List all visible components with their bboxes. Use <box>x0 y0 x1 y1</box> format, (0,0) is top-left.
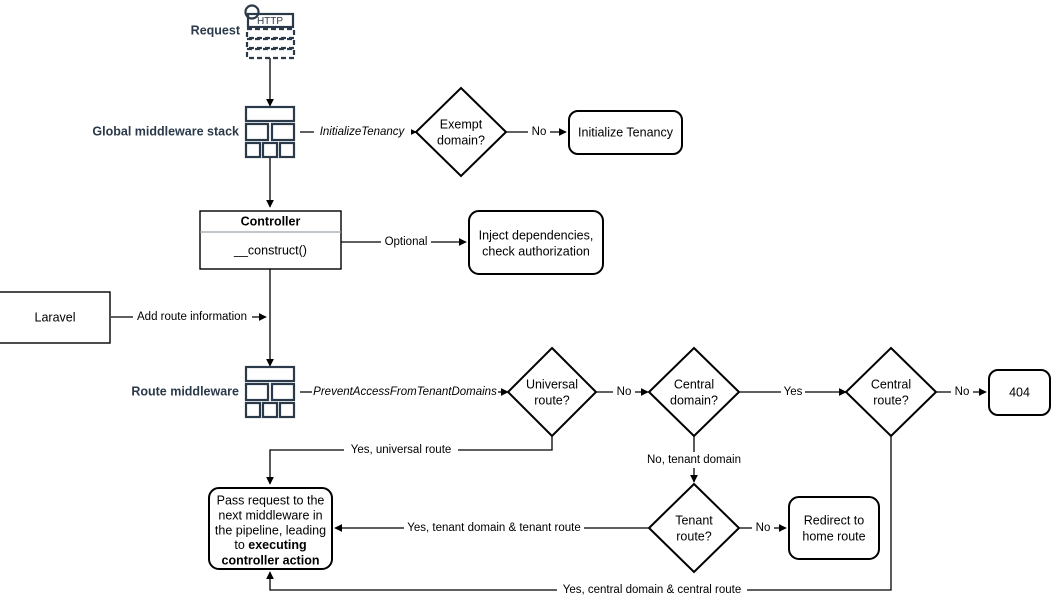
node-universal-route-line2: route? <box>534 393 569 407</box>
node-redirect-home-line2: home route <box>802 529 865 543</box>
edge-label-bg <box>752 520 774 536</box>
node-tenant-route-decision: Tenant route? <box>647 482 741 574</box>
node-controller-title: Controller <box>241 214 301 228</box>
node-pass-request-line2: next middleware in <box>218 508 322 522</box>
node-tenant-route-line2: route? <box>676 529 711 543</box>
edge-label-bg <box>613 384 635 400</box>
edge-label-central-route-no: No <box>955 386 970 398</box>
node-central-route-decision: Central route? <box>844 346 938 438</box>
edge-label-bg <box>528 124 550 140</box>
node-route-middleware-stack-icon <box>244 365 296 419</box>
node-central-domain-line1: Central <box>674 377 714 391</box>
edge-label-bg <box>639 452 749 468</box>
node-redirect-home-route: Redirect to home route <box>788 496 880 560</box>
edge-label-universal-no: No <box>617 386 632 398</box>
node-inject-dependencies-line1: Inject dependencies, <box>479 228 594 242</box>
edge-label-initialize-tenancy: InitializeTenancy <box>320 126 406 138</box>
node-laravel-label: Laravel <box>35 310 76 324</box>
node-central-route-line1: Central <box>871 377 911 391</box>
node-central-route-line2: route? <box>873 393 908 407</box>
edge-label-central-route-yes: Yes, central domain & central route <box>563 584 742 596</box>
label-route-middleware: Route middleware <box>131 384 239 398</box>
node-universal-route-line1: Universal <box>526 377 578 391</box>
edge-label-bg <box>133 309 252 325</box>
node-global-middleware-stack-icon <box>244 105 296 159</box>
edge-label-bg <box>404 520 584 536</box>
node-pass-request-line1: Pass request to the <box>217 493 325 507</box>
node-exempt-domain-line1: Exempt <box>440 117 483 131</box>
node-universal-route-decision: Universal route? <box>506 346 598 438</box>
edge-label-bg <box>781 384 805 400</box>
edge-label-bg <box>344 442 458 458</box>
node-pass-request-to-next-middleware: Pass request to the next middleware in t… <box>208 487 333 570</box>
node-initialize-tenancy-label: Initialize Tenancy <box>578 125 674 139</box>
node-exempt-domain-line2: domain? <box>437 133 485 147</box>
edge-label-prevent-access-from-tenant-domains: PreventAccessFromTenantDomains <box>313 386 497 398</box>
node-pass-request-line5: controller action <box>222 553 320 567</box>
node-tenant-route-line1: Tenant <box>675 513 713 527</box>
edge-label-add-route-information: Add route information <box>137 311 247 323</box>
node-exempt-domain-decision: Exempt domain? <box>414 86 508 178</box>
edge-label-central-domain-no: No, tenant domain <box>647 454 741 466</box>
edge-label-bg <box>312 384 498 400</box>
edge-label-optional: Optional <box>385 236 428 248</box>
edge-label-bg <box>381 234 431 250</box>
edge-label-universal-yes: Yes, universal route <box>351 444 452 456</box>
node-initialize-tenancy: Initialize Tenancy <box>568 110 683 155</box>
edge-label-tenant-route-no: No <box>756 522 771 534</box>
node-404-label: 404 <box>1009 385 1030 399</box>
node-inject-dependencies-line2: check authorization <box>482 244 590 258</box>
node-central-domain-decision: Central domain? <box>647 346 741 438</box>
edge-label-exempt-no: No <box>532 126 547 138</box>
edge-label-tenant-route-yes: Yes, tenant domain & tenant route <box>407 522 580 534</box>
node-pass-request-line4-plain: to <box>234 538 248 552</box>
edge-label-bg <box>951 384 973 400</box>
node-pass-request-line4-bold: executing <box>248 538 306 552</box>
node-request-http-icon: HTTP <box>244 4 296 60</box>
node-404: 404 <box>988 369 1051 416</box>
node-pass-request-line4: to executing <box>234 538 306 552</box>
edge-label-central-domain-yes: Yes <box>784 386 803 398</box>
node-inject-dependencies: Inject dependencies, check authorization <box>468 210 604 275</box>
node-controller: Controller __construct() <box>199 210 342 270</box>
node-controller-method: __construct() <box>233 243 307 257</box>
node-central-domain-line2: domain? <box>670 393 718 407</box>
label-global-middleware-stack: Global middleware stack <box>92 124 239 138</box>
node-pass-request-line3: the pipeline, leading <box>215 523 326 537</box>
node-redirect-home-line1: Redirect to <box>804 513 864 527</box>
node-laravel: Laravel <box>0 291 111 344</box>
label-request: Request <box>191 23 241 37</box>
edge-label-bg <box>314 124 411 140</box>
http-icon-label: HTTP <box>257 16 283 27</box>
edge-label-bg <box>557 582 747 598</box>
